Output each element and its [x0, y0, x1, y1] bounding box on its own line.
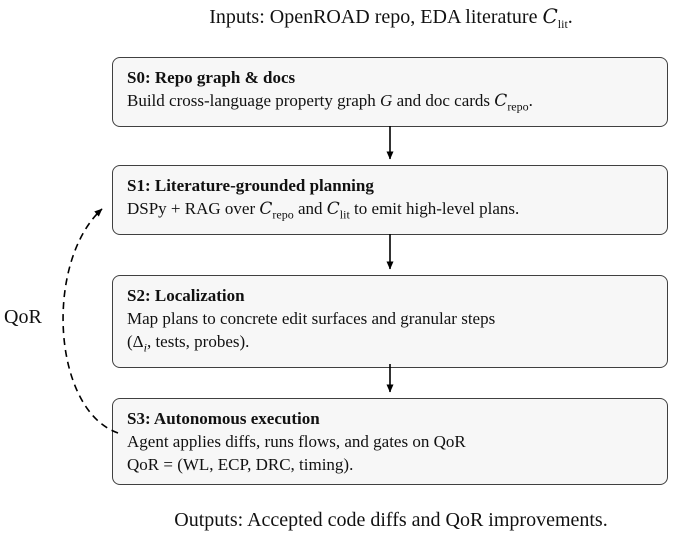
- math-sub-lit: lit: [557, 17, 568, 31]
- s3-body-line2: QoR = (WL, ECP, DRC, timing).: [127, 455, 354, 474]
- math-sub-repo: repo: [272, 207, 294, 222]
- s1-body-text: to emit high-level plans.: [349, 199, 520, 218]
- math-cal-c: C: [542, 4, 558, 28]
- s2-body-line2: , tests, probes).: [146, 332, 250, 351]
- s2-body-paren: (: [127, 332, 133, 351]
- stage-body-s3: Agent applies diffs, runs flows, and gat…: [127, 430, 653, 476]
- arrow-qor-feedback: [62, 208, 119, 434]
- math-sub-lit: lit: [339, 207, 350, 222]
- stage-title-s1: S1: Literature-grounded planning: [127, 176, 374, 195]
- stage-box-s1: S1: Literature-grounded planning DSPy + …: [112, 165, 668, 236]
- s0-body-period: .: [528, 91, 533, 110]
- s1-body-text: and: [293, 199, 327, 218]
- s2-body-line1: Map plans to concrete edit surfaces and …: [127, 309, 496, 328]
- stage-title-s2: S2: Localization: [127, 286, 245, 305]
- math-var-g: G: [380, 91, 393, 110]
- stage-box-s3: S3: Autonomous execution Agent applies d…: [112, 398, 668, 485]
- math-sub-repo: repo: [507, 99, 529, 114]
- stage-title-s0: S0: Repo graph & docs: [127, 68, 296, 87]
- s0-body-text: Build cross-language property graph: [127, 91, 381, 110]
- s0-body-text: and doc cards: [392, 91, 495, 110]
- stage-body-s2: Map plans to concrete edit surfaces and …: [127, 307, 653, 359]
- s3-body-line1: Agent applies diffs, runs flows, and gat…: [127, 432, 466, 451]
- stage-box-s2: S2: Localization Map plans to concrete e…: [112, 275, 668, 369]
- outputs-caption: Outputs: Accepted code diffs and QoR imp…: [174, 509, 608, 531]
- inputs-period: .: [567, 6, 573, 28]
- stage-box-s0: S0: Repo graph & docs Build cross-langua…: [112, 57, 668, 128]
- math-delta: Δ: [132, 332, 144, 351]
- math-cal-c: C: [494, 91, 508, 111]
- math-cal-c: C: [259, 199, 273, 219]
- inputs-text: Inputs: OpenROAD repo, EDA literature: [209, 6, 543, 28]
- qor-feedback-label: QoR: [4, 306, 42, 328]
- s1-body-text: DSPy + RAG over: [127, 199, 260, 218]
- stage-body-s0: Build cross-language property graph G an…: [127, 89, 653, 118]
- stage-title-s3: S3: Autonomous execution: [127, 409, 320, 428]
- math-cal-c: C: [326, 199, 340, 219]
- inputs-caption: Inputs: OpenROAD repo, EDA literature Cl…: [90, 4, 692, 32]
- math-sub-i: i: [143, 340, 147, 355]
- stage-body-s1: DSPy + RAG over Crepo and Clit to emit h…: [127, 197, 653, 226]
